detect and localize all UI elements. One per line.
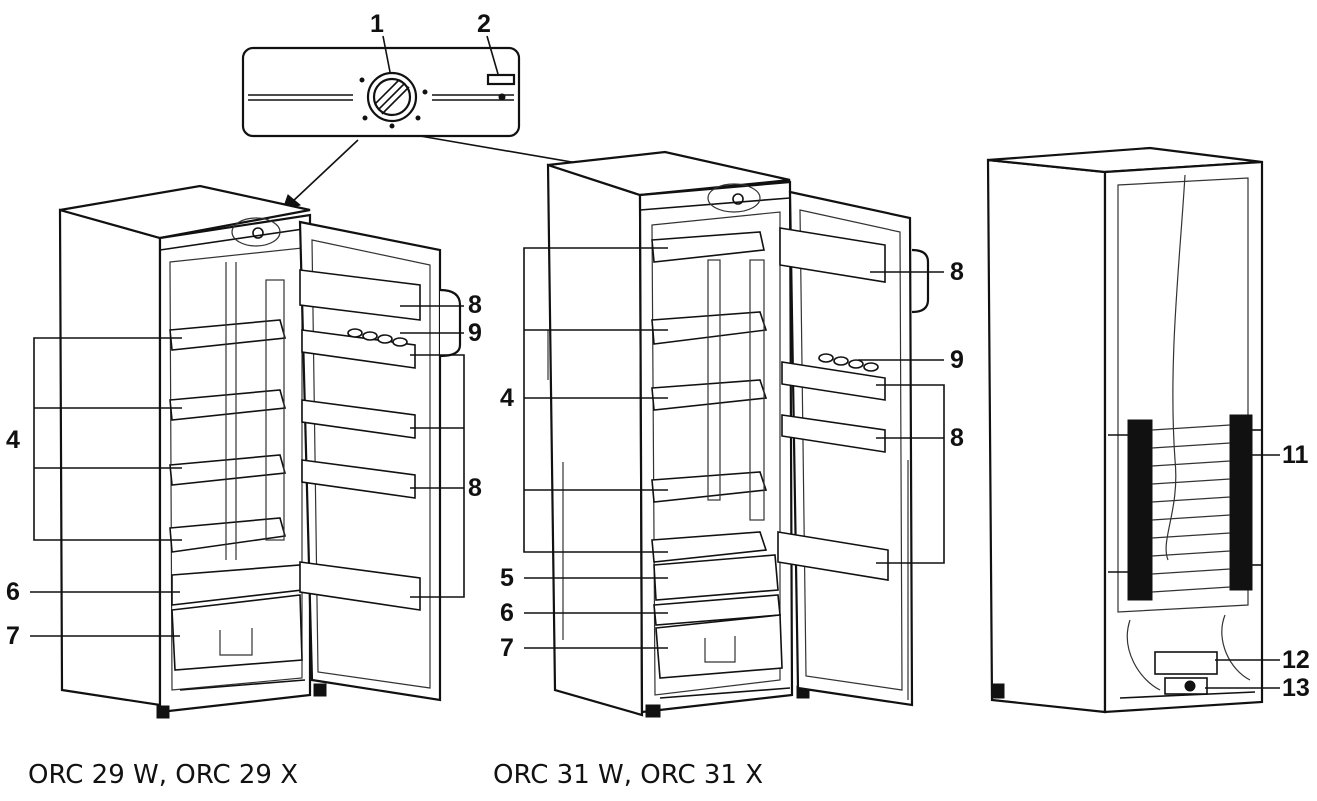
thermostat-knob [359,71,428,129]
callout-9-middle: 9 [950,346,964,374]
glass-shelf [169,454,287,486]
callout-2: 2 [477,10,491,38]
control-panel-inset [241,46,521,138]
fridge-orc29 [58,184,462,719]
indicator-light [486,73,516,101]
callout-8-middle-top: 8 [950,258,964,286]
glass-shelf [651,311,768,345]
glass-shelf [651,231,765,263]
glass-shelf [169,389,287,421]
caption-middle-model: ORC 31 W, ORC 31 X [493,760,763,790]
callouts-middle: 4 5 6 7 8 9 8 [500,247,964,662]
condenser [1108,414,1262,601]
door-shelf [781,361,886,401]
door-handle [911,248,930,314]
fridge-rear-view [986,146,1264,714]
crisper-drawer [655,614,783,679]
callout-4-left: 4 [6,426,20,454]
glass-shelf [651,471,768,503]
callouts-left: 4 6 7 8 9 8 [6,291,482,650]
callout-1: 1 [370,10,384,38]
chiller-compartment [653,554,779,601]
glass-shelf [169,517,287,553]
door-shelf [301,329,416,369]
callout-12: 12 [1282,646,1310,674]
callout-8-left-top: 8 [468,291,482,319]
crisper-drawer [171,594,303,671]
door-shelf [781,414,886,453]
callout-7-left: 7 [6,622,20,650]
egg-tray [818,353,879,372]
egg-tray [347,328,408,347]
callout-4-middle: 4 [500,384,514,412]
callout-6-left: 6 [6,578,20,606]
door-handle [439,288,462,358]
glass-shelf [169,319,287,351]
callouts-right: 11 12 13 [1205,441,1310,702]
door-shelf [301,459,416,499]
caption-left-model: ORC 29 W, ORC 29 X [28,760,298,790]
callout-8-middle: 8 [950,424,964,452]
callout-11: 11 [1282,441,1309,469]
glass-shelf [651,379,768,411]
callout-13: 13 [1282,674,1310,702]
door-bin [777,531,889,581]
compressor-area [1119,614,1256,699]
callout-9-left: 9 [468,319,482,347]
glass-shelf [651,531,768,563]
door-bin [299,561,421,611]
callout-8-left: 8 [468,474,482,502]
door-shelf [301,399,416,439]
callout-7-middle: 7 [500,634,514,662]
door-bin [779,227,886,283]
door-bin [299,269,421,321]
callout-6-middle: 6 [500,599,514,627]
fridge-orc31 [546,150,930,718]
callout-5: 5 [500,564,514,592]
